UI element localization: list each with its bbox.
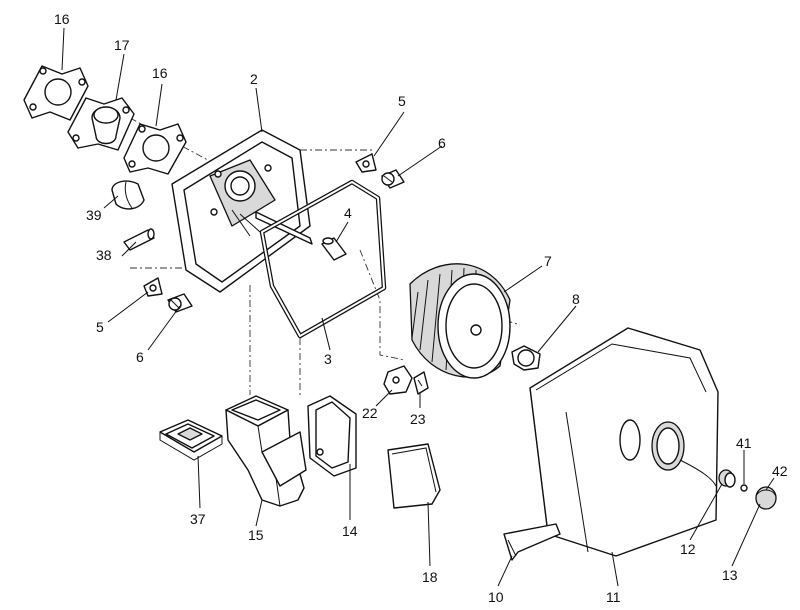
part-16-gasket-lower (123, 123, 187, 175)
callout-3: 3 (324, 351, 332, 367)
callout-4: 4 (344, 205, 352, 221)
callout-17: 17 (114, 37, 130, 53)
part-6-screw-upper (381, 169, 405, 189)
callout-22: 22 (362, 405, 378, 421)
callout-2: 2 (250, 71, 258, 87)
callout-13: 13 (722, 567, 738, 583)
callout-5-lower: 5 (96, 319, 104, 335)
part-5-washer-upper (355, 153, 377, 173)
part-41-washer (740, 484, 748, 492)
part-23-clip (413, 371, 429, 395)
part-3-wire-frame (259, 179, 387, 339)
callout-39: 39 (86, 207, 102, 223)
callout-16-upper: 16 (54, 11, 70, 27)
callout-10: 10 (488, 589, 504, 605)
callout-14: 14 (342, 523, 358, 539)
callout-8: 8 (572, 291, 580, 307)
callout-6-upper: 6 (438, 135, 446, 151)
part-17-spacer (67, 97, 135, 151)
part-12-grommet (718, 469, 736, 488)
part-15-intake-elbow (225, 395, 307, 507)
callout-38: 38 (96, 247, 112, 263)
part-8-nut (511, 345, 541, 371)
part-38-pin (123, 228, 155, 251)
part-6-screw-lower (167, 293, 193, 313)
callout-41: 41 (736, 435, 752, 451)
part-22-clip (383, 365, 413, 395)
part-7-air-filter (409, 263, 511, 379)
part-4-pin (321, 237, 347, 261)
callout-23: 23 (410, 411, 426, 427)
part-11-air-cover (529, 327, 719, 557)
callout-7: 7 (544, 253, 552, 269)
callout-42: 42 (772, 463, 788, 479)
leader-lines (61, 27, 775, 587)
callout-5-upper: 5 (398, 93, 406, 109)
part-16-gasket-upper (23, 65, 89, 121)
callout-16-lower: 16 (152, 65, 168, 81)
callout-37: 37 (190, 511, 206, 527)
callout-12: 12 (680, 541, 696, 557)
part-10-bracket (503, 523, 561, 561)
callout-18: 18 (422, 569, 438, 585)
part-2-base-plate (171, 129, 313, 293)
callout-11: 11 (606, 589, 621, 605)
callout-15: 15 (248, 527, 264, 543)
part-18-foam-pad (387, 443, 441, 509)
part-5-washer-lower (143, 277, 163, 297)
part-39-boot (111, 180, 145, 210)
part-14-plate (307, 395, 357, 477)
part-37-gasket (159, 419, 223, 461)
callout-labels: 16 17 16 2 5 6 39 4 38 7 5 8 6 3 22 23 4… (54, 11, 788, 605)
callout-6-lower: 6 (136, 349, 144, 365)
